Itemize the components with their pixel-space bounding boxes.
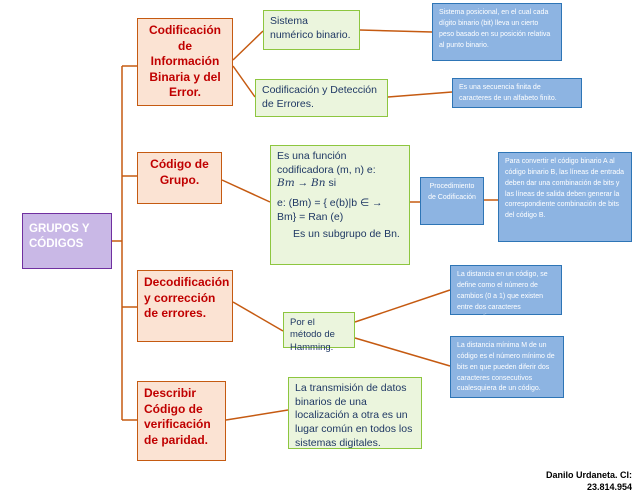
detail-distancia-codigo: La distancia en un código, se define com… <box>450 265 562 321</box>
branch-decodificacion: Decodificación y corrección de errores. <box>137 270 233 342</box>
detail-text: La distancia en un código, se define com… <box>457 271 548 322</box>
detail-text: Por el método de Hamming. <box>290 317 335 353</box>
funcion-line-5: Es un subgrupo de Bn. <box>293 228 400 241</box>
detail-procedimiento: Procedimiento de Codificación <box>420 177 484 225</box>
funcion-map-from: Bm <box>277 177 295 190</box>
branch-codificacion-informacion: Codificación de Información Binaria y de… <box>137 18 233 106</box>
branch-codigo-de-grupo: Código de Grupo. <box>137 152 222 204</box>
arrow-icon: → <box>297 177 309 190</box>
detail-secuencia-finita: Es una secuencia finita de caracteres de… <box>452 78 582 108</box>
detail-hamming: Por el método de Hamming. <box>283 312 355 353</box>
detail-sistema-posicional: Sistema posicional, en el cual cada dígi… <box>432 3 562 61</box>
funcion-line-3: e: (Bm) = { e(b)|b ∈ → <box>277 196 383 209</box>
funcion-line-2: Bm → Bn si <box>277 177 403 191</box>
detail-text: Para convertir el código binario A al có… <box>505 158 625 220</box>
branch-label: Código de Grupo. <box>150 157 209 187</box>
root-node-grupos-y-codigos: GRUPOS Y CÓDIGOS <box>22 213 112 269</box>
root-node-label: GRUPOS Y CÓDIGOS <box>29 223 90 250</box>
branch-label: Decodificación y corrección de errores. <box>144 275 230 321</box>
detail-text: Es una secuencia finita de caracteres de… <box>459 84 557 102</box>
detail-text: Codificación y Detección de Errores. <box>262 84 377 110</box>
detail-text: Procedimiento de Codificación <box>428 183 476 201</box>
detail-text: Sistema posicional, en el cual cada dígi… <box>439 9 551 49</box>
funcion-line-1: Es una función codificadora (m, n) e: <box>277 150 376 176</box>
detail-transmision: La transmisión de datos binarios de una … <box>288 377 422 449</box>
footer-author: Danilo Urdaneta. CI: 23.814.954 <box>545 470 632 492</box>
detail-codificacion-deteccion: Codificación y Detección de Errores. <box>255 79 388 117</box>
branch-label: Codificación de Información Binaria y de… <box>148 23 221 100</box>
detail-distancia-minima: La distancia mínima M de un código es el… <box>450 336 564 398</box>
branch-codigo-verificacion-paridad: Describir Código de verificación de pari… <box>137 381 226 461</box>
funcion-si: si <box>328 177 337 190</box>
detail-text: La transmisión de datos binarios de una … <box>295 382 413 449</box>
detail-convertir: Para convertir el código binario A al có… <box>498 152 632 242</box>
detail-text: La distancia mínima M de un código es el… <box>457 342 555 393</box>
detail-funcion-codificadora: Es una función codificadora (m, n) e: Bm… <box>270 145 410 265</box>
detail-sistema-numerico: Sistema numérico binario. <box>263 10 360 50</box>
funcion-map-to: Bn <box>311 177 326 190</box>
branch-label: Describir Código de verificación de pari… <box>144 386 211 447</box>
detail-text: Sistema numérico binario. <box>270 15 351 41</box>
funcion-line-4: Bm} = Ran (e) <box>277 210 344 223</box>
